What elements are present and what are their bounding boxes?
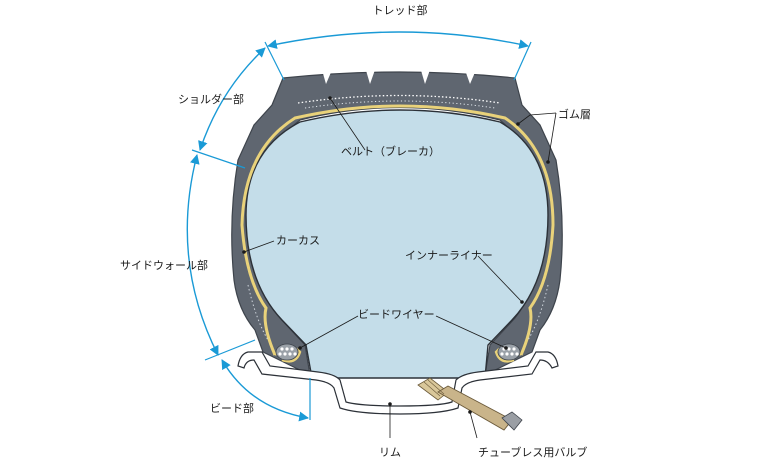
sidewall-dots-right bbox=[527, 284, 549, 341]
label-valve: チューブレス用バルブ bbox=[478, 445, 587, 459]
label-carcass: カーカス bbox=[276, 234, 320, 247]
label-tread: トレッド部 bbox=[373, 3, 428, 17]
tread-dimension-arc bbox=[267, 31, 529, 49]
carcass-ply bbox=[240, 104, 555, 356]
inner-cavity bbox=[245, 109, 549, 379]
rim bbox=[237, 351, 559, 415]
label-shoulder: ショルダー部 bbox=[178, 92, 244, 106]
shoulder-dimension-arc bbox=[198, 47, 266, 151]
tread-grooves bbox=[322, 67, 476, 84]
sidewall-dots-left bbox=[247, 284, 269, 341]
label-inner-liner: インナーライナー bbox=[405, 249, 493, 262]
tubeless-valve bbox=[417, 377, 523, 431]
label-belt: ベルト（ブレーカ） bbox=[341, 144, 440, 158]
sidewall-dimension-arc bbox=[186, 154, 219, 356]
label-rim: リム bbox=[379, 446, 401, 459]
tire-body bbox=[231, 71, 563, 377]
label-sidewall: サイドウォール部 bbox=[120, 258, 208, 272]
label-bead-wire: ビードワイヤー bbox=[358, 308, 435, 321]
label-bead: ビード部 bbox=[210, 401, 254, 415]
belt-dots bbox=[297, 94, 501, 104]
bead-wire-right bbox=[497, 343, 521, 361]
bead-wire-left bbox=[275, 343, 299, 361]
bead-dimension-arc bbox=[221, 359, 309, 422]
label-rubber-layer: ゴム層 bbox=[558, 107, 591, 121]
